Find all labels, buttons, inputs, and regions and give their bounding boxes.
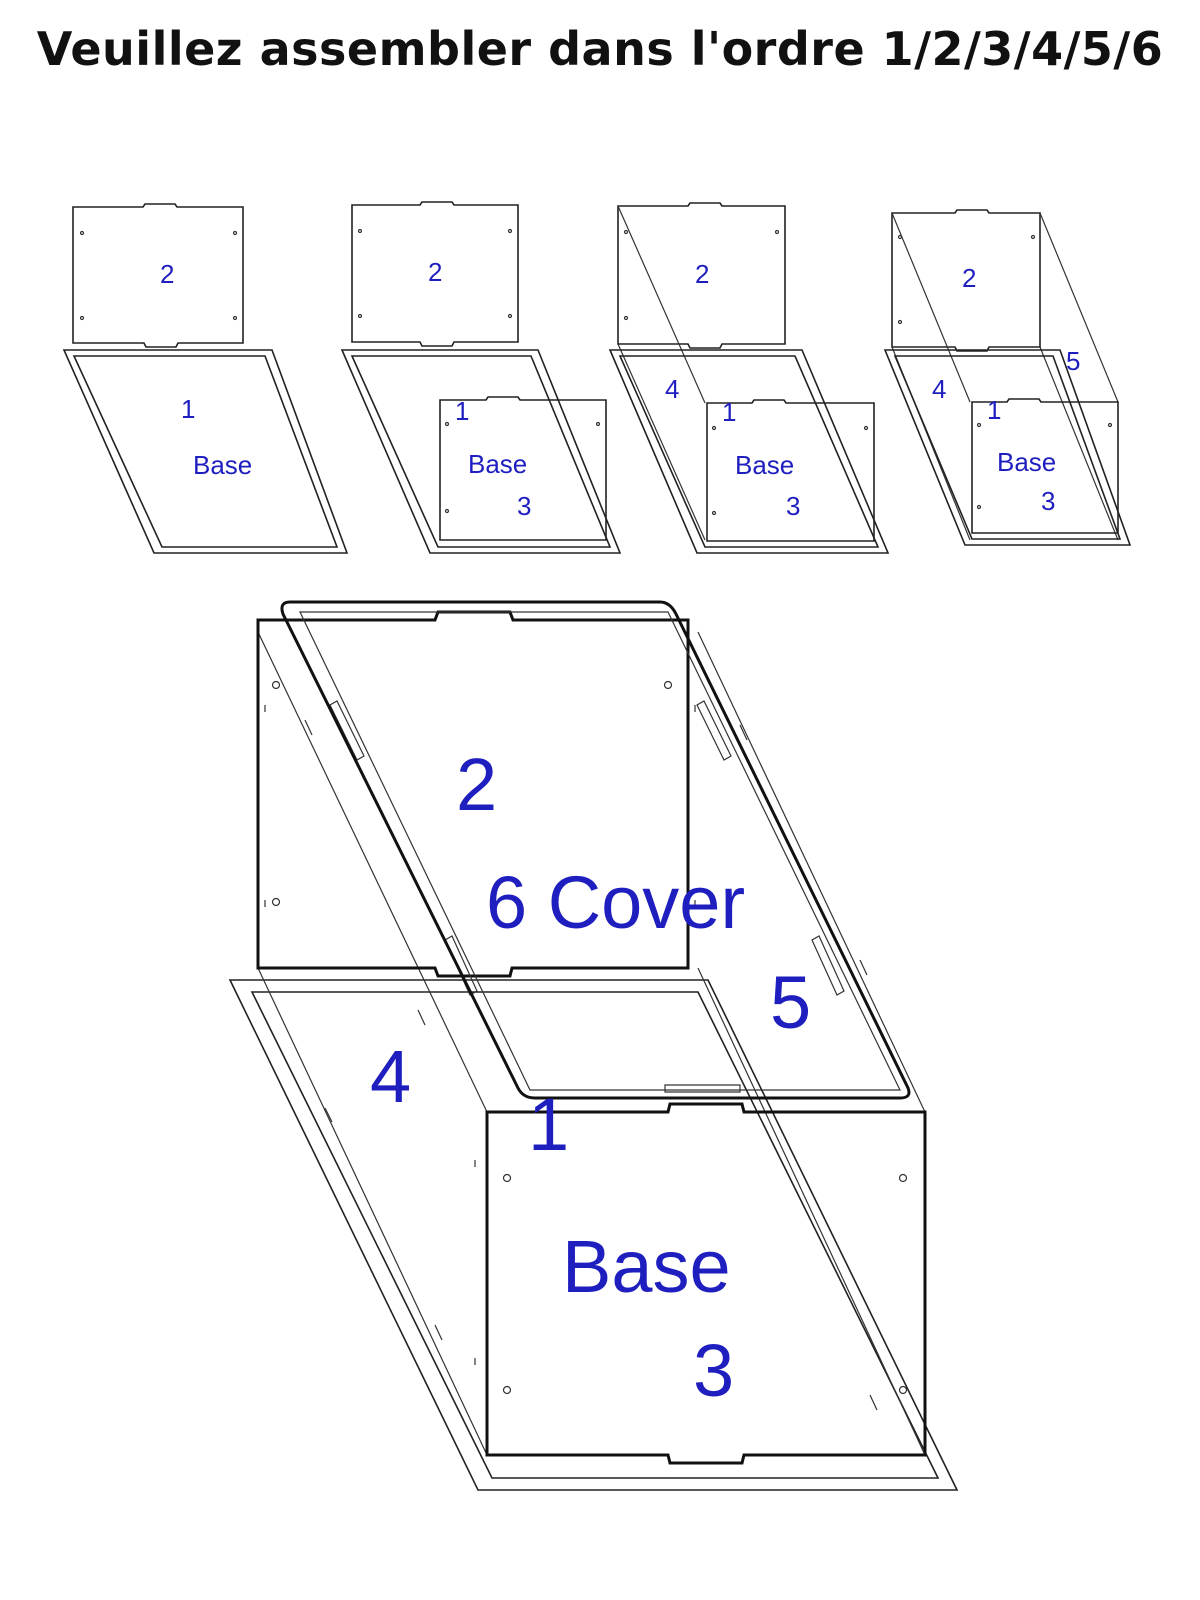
panel-5 xyxy=(697,631,926,1456)
panel-3 xyxy=(439,396,607,541)
step-4-label-2: 2 xyxy=(962,263,976,293)
instruction-title: Veuillez assembler dans l'ordre 1/2/3/4/… xyxy=(36,22,1164,76)
panel-2 xyxy=(351,201,519,347)
final-label-5: 5 xyxy=(770,961,811,1044)
step-2: 2 1 Base 3 xyxy=(340,201,622,554)
step-4-label-5: 5 xyxy=(1066,346,1080,376)
step-1-label-base: Base xyxy=(193,450,252,480)
final-label-base: Base xyxy=(562,1225,731,1308)
step-3-label-1: 1 xyxy=(722,397,736,427)
step-3-label-base: Base xyxy=(735,450,794,480)
step-1-label-2: 2 xyxy=(160,259,174,289)
step-1-label-1: 1 xyxy=(181,394,195,424)
base-frame-outer xyxy=(883,349,1132,546)
step-2-label-2: 2 xyxy=(428,257,442,287)
final-label-4: 4 xyxy=(370,1035,411,1118)
final-label-3: 3 xyxy=(693,1329,734,1412)
final-label-2: 2 xyxy=(456,743,497,826)
slot xyxy=(329,700,365,761)
slot xyxy=(696,700,732,761)
base-frame-inner xyxy=(893,355,1122,540)
step-4-label-4: 4 xyxy=(932,374,946,404)
base-frame-inner xyxy=(72,355,339,548)
step-2-label-3: 3 xyxy=(517,491,531,521)
slot xyxy=(444,935,478,996)
final-label-cover: 6 Cover xyxy=(486,861,745,944)
base-frame-outer xyxy=(228,979,959,1491)
panel-2 xyxy=(617,202,786,349)
base-frame-outer xyxy=(608,349,890,554)
base-frame-inner xyxy=(250,991,940,1479)
step-3-label-4: 4 xyxy=(665,374,679,404)
step-4-label-1: 1 xyxy=(987,395,1001,425)
step-1: 2 1 Base xyxy=(62,203,349,554)
slot xyxy=(664,1084,741,1093)
panel-4 xyxy=(617,205,706,541)
panel-3 xyxy=(706,399,875,542)
base-frame-inner xyxy=(618,355,880,548)
step-3-label-3: 3 xyxy=(786,491,800,521)
panel-5 xyxy=(1039,212,1119,541)
step-4: 2 5 4 1 Base 3 xyxy=(883,209,1132,546)
step-4-label-3: 3 xyxy=(1041,486,1055,516)
base-frame-outer xyxy=(62,349,349,554)
step-2-label-base: Base xyxy=(468,449,527,479)
base-frame-outer xyxy=(340,349,622,554)
panel-3 xyxy=(971,398,1119,534)
cover-6 xyxy=(280,600,911,1100)
panel-4 xyxy=(257,631,488,1456)
panel-2 xyxy=(72,203,244,348)
final-label-1: 1 xyxy=(528,1083,569,1166)
slot xyxy=(811,935,845,996)
step-3-label-2: 2 xyxy=(695,259,709,289)
step-4-label-base: Base xyxy=(997,447,1056,477)
base-frame-inner xyxy=(350,355,612,548)
step-3: 2 4 1 Base 3 xyxy=(608,202,890,554)
panel-3 xyxy=(485,1102,927,1465)
step-2-label-1: 1 xyxy=(455,396,469,426)
final-assembly: 2 6 Cover 5 4 1 Base 3 xyxy=(228,600,959,1491)
